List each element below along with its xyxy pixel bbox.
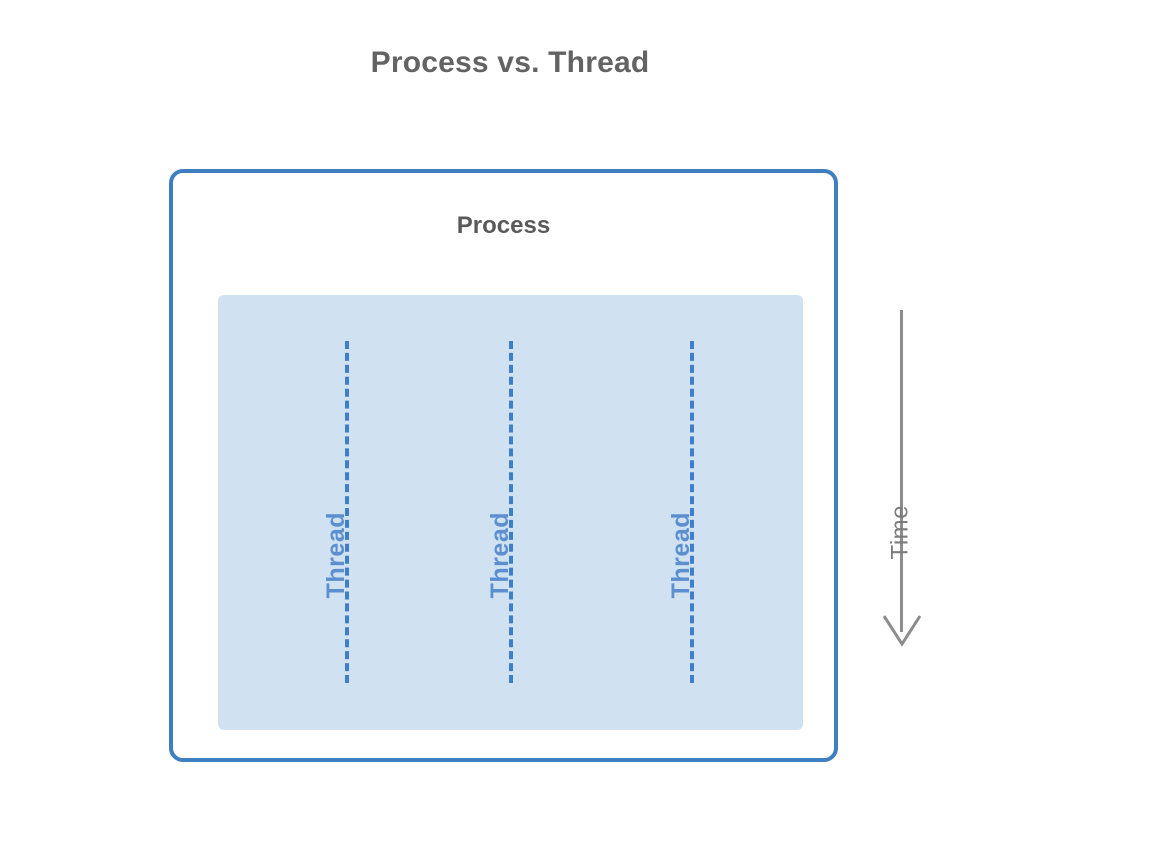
page-title: Process vs. Thread (370, 46, 650, 79)
time-axis: Time (882, 310, 922, 665)
time-axis-line (900, 310, 903, 632)
thread-timeline-icon (509, 341, 513, 683)
thread-label-3: Thread (666, 512, 695, 599)
down-arrow-icon (880, 610, 924, 650)
process-label: Process (456, 212, 551, 239)
thread-label-2: Thread (485, 512, 514, 599)
thread-timeline-icon (690, 341, 694, 683)
thread-label-1: Thread (321, 512, 350, 599)
thread-timeline-icon (345, 341, 349, 683)
time-axis-label: Time (886, 505, 913, 560)
